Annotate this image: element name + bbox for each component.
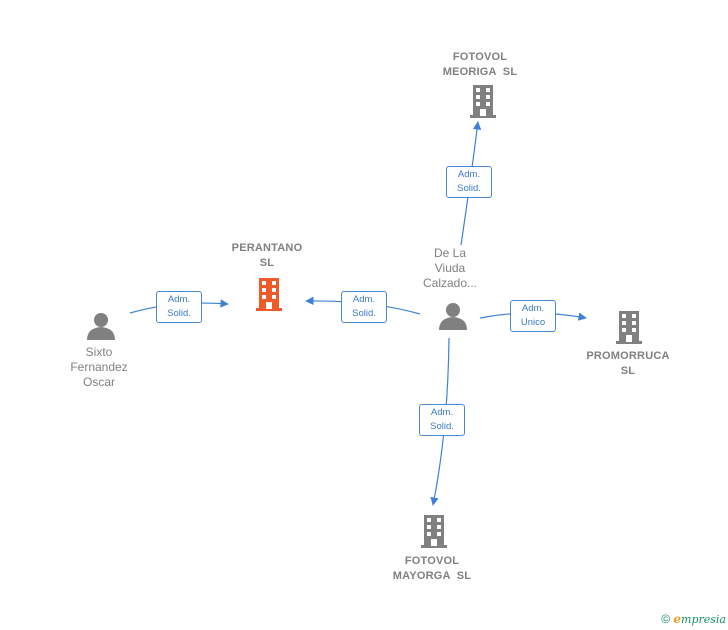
company-name-line1: FOTOVOL (404, 555, 460, 567)
person-name-line3: Oscar (82, 375, 115, 389)
relation-type: Adm. (167, 294, 191, 305)
relation-label-viuda-perantano[interactable]: Adm. Solid. (341, 291, 387, 323)
relation-label-viuda-meoriga[interactable]: Adm. Solid. (446, 166, 492, 198)
relation-subtype: Solid. (352, 308, 376, 319)
relation-label-viuda-mayorga[interactable]: Adm. Solid. (419, 404, 465, 436)
brand-logo-text: mpresia (681, 613, 726, 626)
relation-type: Adm. (430, 407, 454, 418)
brand-logo-initial: e (673, 612, 682, 626)
person-name-line1: Sixto (85, 345, 113, 359)
company-label-perantano[interactable]: PERANTANO SL (207, 241, 327, 271)
building-icon-perantano (254, 278, 284, 311)
relation-subtype: Solid. (457, 183, 481, 194)
building-icon-fotovol-mayorga (421, 515, 447, 548)
company-name-line2: MAYORGA SL (392, 570, 472, 582)
company-label-promorruca[interactable]: PROMORRUCA SL (568, 349, 688, 379)
company-name-line2: SL (259, 257, 275, 269)
person-name-line2: Viuda (434, 261, 466, 275)
person-name-line1: De La (433, 246, 467, 260)
building-icon-promorruca (616, 311, 642, 344)
person-name-line3: Calzado... (422, 276, 478, 290)
relation-type: Adm. (352, 294, 376, 305)
relation-label-sixto-perantano[interactable]: Adm. Solid. (156, 291, 202, 323)
relation-label-viuda-promorruca[interactable]: Adm. Unico (510, 300, 556, 332)
building-icon-fotovol-meoriga (470, 85, 496, 118)
brand-footer[interactable]: © empresia (661, 612, 726, 626)
company-name-line2: MEORIGA SL (442, 66, 518, 78)
company-name-line2: SL (620, 365, 636, 377)
relation-subtype: Unico (520, 317, 546, 328)
person-icon-de-la-viuda (439, 303, 467, 330)
company-label-fotovol-mayorga[interactable]: FOTOVOL MAYORGA SL (372, 554, 492, 584)
company-label-fotovol-meoriga[interactable]: FOTOVOL MEORIGA SL (420, 50, 540, 80)
person-label-sixto[interactable]: Sixto Fernandez Oscar (49, 345, 149, 390)
company-name-line1: FOTOVOL (452, 51, 508, 63)
person-label-de-la-viuda[interactable]: De La Viuda Calzado... (400, 246, 500, 291)
relation-subtype: Solid. (430, 421, 454, 432)
relation-type: Adm. (457, 169, 481, 180)
company-name-line1: PROMORRUCA (586, 350, 670, 362)
relation-subtype: Solid. (167, 308, 191, 319)
company-name-line1: PERANTANO (231, 242, 303, 254)
person-name-line2: Fernandez (70, 360, 128, 374)
copyright-icon: © (661, 612, 671, 626)
person-icon-sixto (87, 313, 115, 340)
relation-type: Adm. (521, 303, 545, 314)
